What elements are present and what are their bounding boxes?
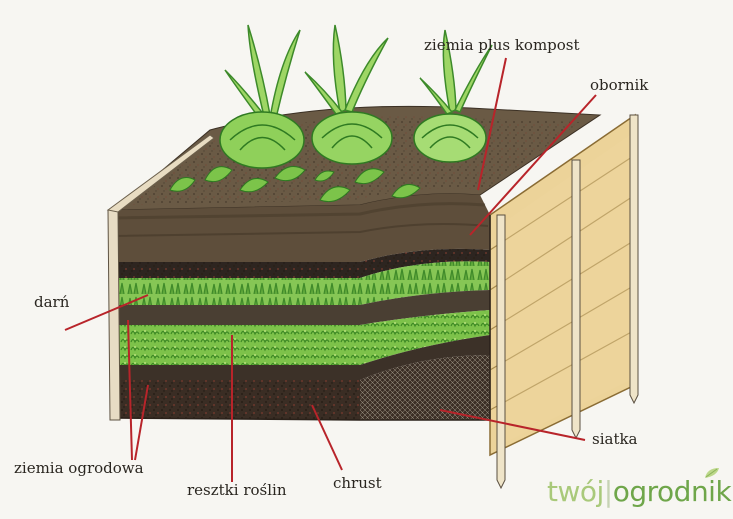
- logo-part-1: twój: [547, 475, 604, 508]
- label-chrust: chrust: [333, 476, 382, 491]
- cabbage-heads: [220, 112, 486, 168]
- logo-separator: |: [604, 475, 613, 508]
- front-soil-layers: [115, 194, 490, 420]
- label-darn: darń: [34, 295, 69, 310]
- brand-logo: twój|ogrodnik: [547, 478, 731, 506]
- label-resztki-roslin: resztki roślin: [187, 483, 287, 498]
- label-siatka: siatka: [592, 432, 638, 447]
- leaf-icon: [703, 466, 721, 480]
- label-ziemia-plus-kompost: ziemia plus kompost: [424, 38, 580, 53]
- label-obornik: obornik: [590, 78, 648, 93]
- left-post: [108, 210, 120, 420]
- label-ziemia-ogrodowa: ziemia ogrodowa: [14, 461, 144, 476]
